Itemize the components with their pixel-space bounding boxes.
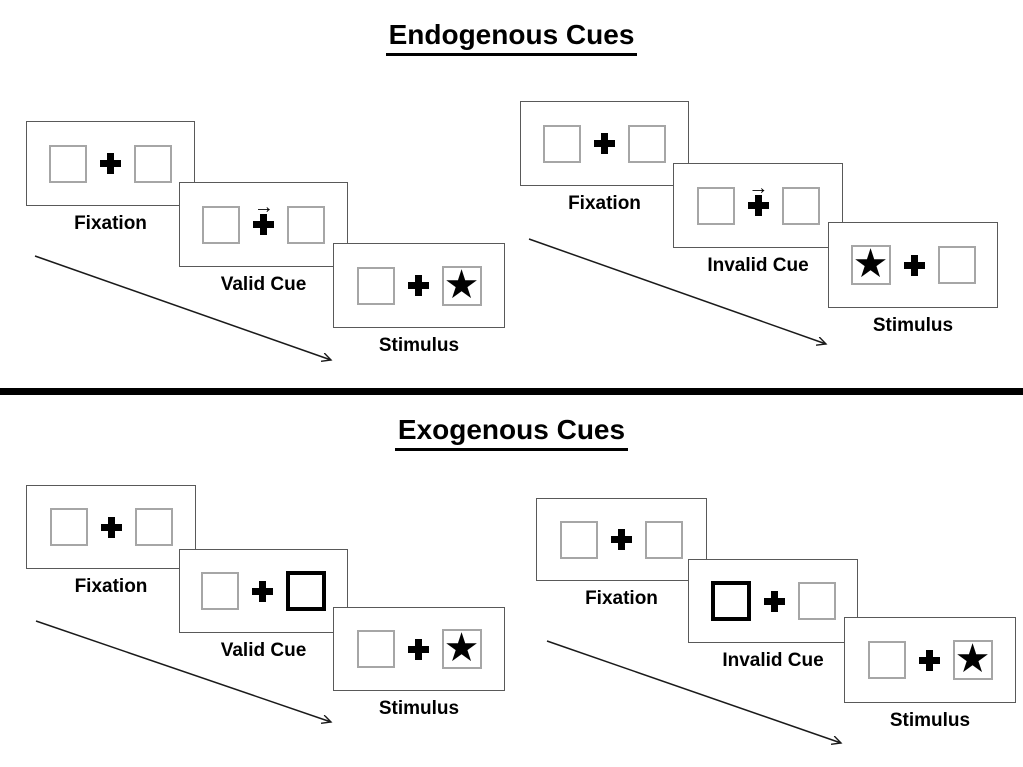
fixation-cross-icon: → <box>253 197 274 235</box>
left-placeholder-box <box>560 520 598 559</box>
exo-valid-stimulus-group: ★ Stimulus <box>333 607 505 720</box>
star-target-box: ★ <box>850 242 891 286</box>
endo-valid-cue-group: → Valid Cue <box>179 182 348 296</box>
fixation-cross-icon <box>407 638 429 660</box>
fixation-cross-icon: → <box>747 178 769 216</box>
endo-valid-fixation-panel <box>26 121 195 206</box>
right-placeholder-box <box>134 508 173 546</box>
left-placeholder-box <box>201 572 239 610</box>
left-placeholder-box <box>543 124 581 163</box>
panel-label: Fixation <box>585 588 658 609</box>
star-icon: ★ <box>443 262 480 307</box>
fixation-cross-icon <box>763 590 785 612</box>
cue-direction-arrow-icon: → <box>253 196 274 218</box>
star-icon: ★ <box>954 637 991 681</box>
left-placeholder-box <box>696 186 735 225</box>
sequence-arrow-endogenous-invalid <box>528 238 826 344</box>
panel-label: Stimulus <box>378 335 460 356</box>
left-placeholder-box <box>356 266 395 305</box>
fixation-cross-icon <box>903 254 925 276</box>
left-placeholder-box <box>356 630 395 668</box>
left-placeholder-box <box>202 205 240 244</box>
exo-invalid-stimulus-panel: ★ <box>844 617 1016 703</box>
exo-invalid-cue-group: Invalid Cue <box>688 559 858 672</box>
endo-valid-cue-panel: → <box>179 182 348 267</box>
endo-valid-stimulus-panel: ★ <box>333 243 505 328</box>
star-icon: ★ <box>852 242 889 286</box>
endo-invalid-fixation-group: Fixation <box>520 101 689 215</box>
exo-invalid-cue-panel <box>688 559 858 643</box>
fixation-cross-icon <box>918 649 940 671</box>
exo-valid-stimulus-panel: ★ <box>333 607 505 691</box>
panel-label: Fixation <box>74 213 147 234</box>
exo-invalid-fixation-group: Fixation <box>536 498 707 610</box>
panel-label: Fixation <box>74 576 148 597</box>
right-placeholder-box <box>134 144 172 183</box>
endo-invalid-stimulus-group: ★ Stimulus <box>828 222 998 337</box>
exo-invalid-fixation-panel <box>536 498 707 581</box>
endo-invalid-fixation-panel <box>520 101 689 186</box>
sequence-arrow-endogenous-valid <box>34 255 331 360</box>
fixation-cross-icon <box>594 133 615 154</box>
fixation-cross-icon <box>407 275 429 296</box>
star-target-box: ★ <box>441 262 482 307</box>
left-placeholder-box <box>49 144 87 183</box>
star-target-box: ★ <box>952 637 993 681</box>
panel-label: Valid Cue <box>220 274 307 295</box>
endo-invalid-cue-panel: → <box>673 163 843 248</box>
sequence-arrow-exogenous-valid <box>35 620 331 722</box>
right-placeholder-box <box>797 582 836 620</box>
cue-highlight-box <box>286 571 326 611</box>
fixation-cross-icon <box>252 580 273 602</box>
panel-label: Stimulus <box>872 315 954 336</box>
fixation-cross-icon <box>611 529 632 550</box>
fixation-cross-icon <box>100 516 122 538</box>
panel-label: Invalid Cue <box>722 650 824 671</box>
panel-label: Fixation <box>568 193 641 214</box>
endo-valid-fixation-group: Fixation <box>26 121 195 235</box>
star-target-box: ★ <box>441 626 482 670</box>
right-placeholder-box <box>645 520 683 559</box>
endo-valid-stimulus-group: ★ Stimulus <box>333 243 505 357</box>
fixation-cross-icon <box>100 153 121 174</box>
exogenous-title-text: Exogenous Cues <box>394 414 629 451</box>
exo-invalid-stimulus-group: ★ Stimulus <box>844 617 1016 732</box>
sequence-arrow-exogenous-invalid <box>546 640 841 743</box>
panel-label: Stimulus <box>378 698 460 719</box>
panel-label: Stimulus <box>889 710 971 731</box>
endo-invalid-cue-group: → Invalid Cue <box>673 163 843 277</box>
right-placeholder-box <box>781 186 820 225</box>
endo-invalid-stimulus-panel: ★ <box>828 222 998 308</box>
endogenous-section-title: Endogenous Cues <box>0 19 1023 56</box>
left-placeholder-box <box>49 508 88 546</box>
exo-valid-cue-panel <box>179 549 348 633</box>
exo-valid-cue-group: Valid Cue <box>179 549 348 662</box>
exo-valid-fixation-group: Fixation <box>26 485 196 598</box>
left-placeholder-box <box>867 641 906 679</box>
panel-label: Valid Cue <box>220 640 307 661</box>
endogenous-title-text: Endogenous Cues <box>385 19 638 56</box>
right-placeholder-box <box>287 205 325 244</box>
cue-highlight-box <box>710 581 751 621</box>
right-placeholder-box <box>937 246 976 284</box>
star-icon: ★ <box>443 626 480 670</box>
exo-valid-fixation-panel <box>26 485 196 569</box>
panel-label: Invalid Cue <box>707 255 809 276</box>
right-placeholder-box <box>628 124 666 163</box>
exogenous-section-title: Exogenous Cues <box>0 414 1023 451</box>
section-divider <box>0 388 1023 395</box>
cue-direction-arrow-icon: → <box>748 177 769 199</box>
